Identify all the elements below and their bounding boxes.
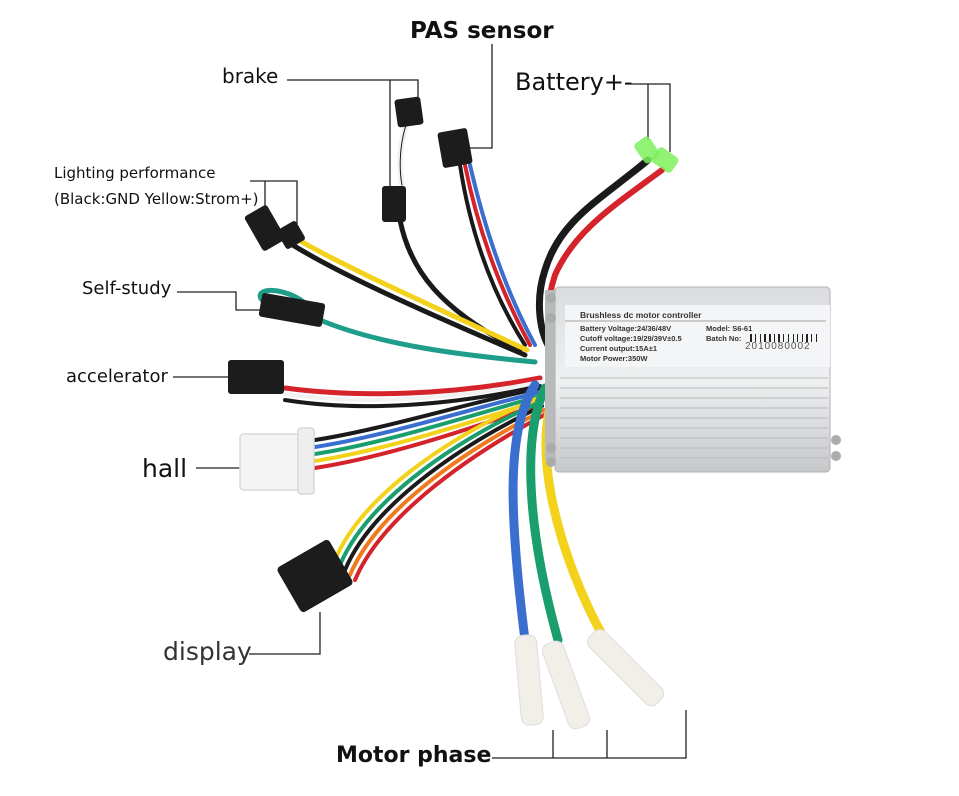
barcode (750, 334, 817, 342)
barcode-bar (764, 334, 766, 342)
label-pas-sensor: PAS sensor (410, 18, 554, 44)
hall-wire-black (313, 386, 542, 442)
connectors (228, 96, 679, 730)
hall-connector (239, 433, 301, 491)
pas-connector (437, 128, 473, 168)
lighting-wire-yellow (287, 232, 530, 353)
label-hall: hall (142, 454, 188, 483)
accelerator-connector (228, 360, 284, 394)
label-battery: Battery+- (515, 68, 633, 96)
barcode-bar (793, 334, 794, 342)
label-display: display (163, 637, 252, 666)
controller-title: Brushless dc motor controller (580, 310, 702, 320)
brake-connector-top (394, 96, 424, 128)
barcode-bar (788, 334, 789, 342)
display-wire-black (343, 404, 544, 572)
barcode-bar (769, 334, 771, 342)
wires (257, 122, 665, 645)
label-motor-phase: Motor phase (336, 743, 492, 768)
barcode-bar (816, 334, 817, 342)
label-lighting-detail: (Black:GND Yellow:Strom+) (54, 190, 259, 208)
lighting-wire-black (282, 237, 528, 358)
barcode-bar (760, 334, 761, 342)
barcode-bar (811, 334, 812, 342)
controller-body (545, 286, 841, 473)
brake-connector-bottom (382, 186, 406, 222)
hall-wire-blue (313, 390, 542, 449)
display-wire-yellow (333, 396, 540, 562)
mounting-screws (546, 293, 841, 467)
hall-wire-green (313, 394, 542, 456)
lighting-connector-mate (277, 221, 305, 249)
leader-self-study (177, 291, 262, 311)
self-study-wire (257, 288, 538, 365)
battery-wire-black (536, 156, 652, 349)
phase-wire-blue (508, 380, 540, 645)
leader-battery (625, 83, 671, 152)
accelerator-wire-white (283, 380, 542, 402)
controller-cutoff-voltage: Cutoff voltage:19/29/39V±0.5 (580, 334, 682, 343)
accelerator-wire-black (283, 384, 542, 409)
phase-connector-yellow (587, 629, 665, 707)
leader-lines (173, 44, 687, 759)
lighting-connector (244, 205, 286, 251)
label-lighting: Lighting performance (54, 164, 216, 182)
barcode-bar (797, 334, 798, 342)
label-brake: brake (222, 64, 279, 88)
leader-pas-sensor (470, 44, 493, 149)
controller-model: Model: S6-61 (706, 324, 753, 333)
leader-motor-phase (492, 710, 687, 759)
controller-batch-number: 2010080002 (745, 341, 811, 352)
barcode-bar (755, 334, 756, 342)
controller-current-output: Current output:15A±1 (580, 344, 658, 353)
barcode-bar (774, 334, 775, 342)
barcode-bar (802, 334, 803, 342)
barcode-bar (783, 334, 784, 342)
controller-batch-label: Batch No: (706, 334, 742, 343)
display-wire-green (338, 400, 542, 567)
controller-label-panel (565, 305, 830, 367)
label-self-study: Self-study (82, 278, 172, 299)
barcode-bar (778, 334, 780, 342)
phase-wire-green (526, 383, 563, 645)
pas-wire-red (463, 163, 532, 347)
brake-wire-outline (399, 124, 407, 186)
pas-wire-blue (468, 163, 537, 347)
controller-battery-voltage: Battery Voltage:24/36/48V (580, 324, 672, 333)
battery-connector-positive (651, 147, 679, 173)
hall-connector-flange (297, 427, 315, 495)
heatsink-fins (560, 377, 828, 459)
accelerator-wire-red (282, 375, 543, 397)
leader-display (249, 612, 321, 655)
controller-motor-power: Motor Power:350W (580, 354, 648, 363)
barcode-bar (750, 334, 752, 342)
barcode-bar (806, 334, 808, 342)
display-wire-orange (348, 408, 546, 577)
phase-connector-green (542, 640, 590, 730)
pas-wire-black (458, 163, 527, 347)
display-connector (277, 539, 353, 613)
phase-connector-blue (514, 634, 544, 726)
label-accelerator: accelerator (66, 366, 168, 387)
self-study-connector (258, 293, 326, 327)
